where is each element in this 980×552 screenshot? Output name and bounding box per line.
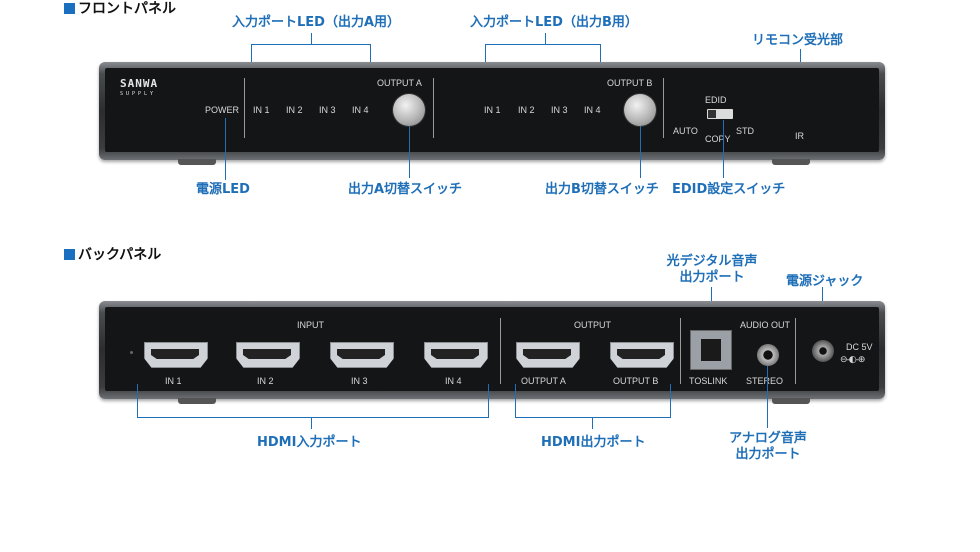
label-audio-out: AUDIO OUT [740, 320, 791, 330]
callout-input-led-b: 入力ポートLED（出力B用） [470, 15, 638, 30]
label-front-in1-a: IN 1 [253, 105, 270, 115]
callout-power-jack: 電源ジャック [786, 274, 864, 289]
hdmi-in2-port[interactable] [236, 342, 300, 368]
label-output-b: OUTPUT B [607, 78, 653, 88]
bracket-hdmi-in-bottom [137, 417, 489, 418]
label-front-in2-b: IN 2 [518, 105, 535, 115]
bracket-hdmi-out-bottom [515, 417, 671, 418]
stereo-jack-port[interactable] [757, 344, 779, 366]
label-output: OUTPUT [574, 320, 611, 330]
back-foot-left [178, 398, 216, 404]
output-a-switch-button[interactable] [393, 94, 425, 126]
front-sep-2 [433, 78, 434, 138]
front-foot-left [178, 159, 216, 165]
callout-hdmi-out: HDMI出力ポート [541, 435, 646, 450]
label-toslink: TOSLINK [689, 376, 728, 386]
bracket-led-b-top [485, 44, 601, 45]
hdmi-in4-port[interactable] [424, 342, 488, 368]
callout-optical: 光デジタル音声 出力ポート [660, 254, 764, 286]
hdmi-out-a-port[interactable] [516, 342, 580, 368]
label-dc: DC 5V [846, 342, 873, 352]
bracket-hdmi-out-stem [592, 417, 593, 429]
front-device-body [99, 62, 885, 160]
label-out-a: OUTPUT A [521, 376, 566, 386]
switch-a-line [409, 126, 410, 178]
front-sep-3 [663, 78, 664, 138]
bracket-hdmi-in-right [488, 384, 489, 418]
label-front-in4-a: IN 4 [352, 105, 369, 115]
toslink-opening [701, 339, 721, 361]
callout-switch-a: 出力A切替スイッチ [348, 182, 463, 197]
switch-b-line [640, 126, 641, 178]
back-sep-1 [500, 318, 501, 384]
label-back-in2: IN 2 [257, 376, 274, 386]
callout-input-led-a: 入力ポートLED（出力A用） [232, 15, 401, 30]
hdmi-in3-port[interactable] [330, 342, 394, 368]
edid-slide-switch[interactable] [707, 109, 733, 119]
label-front-in1-b: IN 1 [484, 105, 501, 115]
label-input: INPUT [297, 320, 324, 330]
front-foot-right [772, 159, 810, 165]
edid-slide-knob [708, 110, 716, 118]
heading-square-icon [64, 248, 75, 260]
bracket-hdmi-out-right [670, 384, 671, 418]
sanwa-logo-sub: SUPPLY [120, 91, 157, 97]
label-copy: COPY [705, 134, 731, 144]
hdmi-out-b-port[interactable] [610, 342, 674, 368]
label-ir: IR [795, 131, 804, 141]
back-foot-right [772, 398, 810, 404]
label-front-in2-a: IN 2 [286, 105, 303, 115]
toslink-port[interactable] [690, 330, 732, 370]
back-panel-heading-text: バックパネル [78, 247, 162, 263]
label-stereo: STEREO [746, 376, 784, 386]
label-back-in3: IN 3 [351, 376, 368, 386]
back-device-body [99, 301, 885, 399]
callout-hdmi-in: HDMI入力ポート [257, 435, 362, 450]
callout-switch-b: 出力B切替スイッチ [545, 182, 659, 197]
bracket-hdmi-in-left [137, 384, 138, 418]
label-edid: EDID [705, 95, 727, 105]
bracket-led-a-top [251, 44, 371, 45]
label-power: POWER [205, 105, 240, 115]
edid-line [723, 120, 724, 178]
callout-analog-text: アナログ音声 出力ポート [729, 431, 807, 462]
front-panel-face [105, 68, 879, 152]
label-back-in1: IN 1 [165, 376, 182, 386]
callout-power-led: 電源LED [196, 182, 250, 197]
front-panel-heading-text: フロントパネル [78, 1, 176, 17]
label-output-a: OUTPUT A [377, 78, 422, 88]
label-front-in3-a: IN 3 [319, 105, 336, 115]
output-b-switch-button[interactable] [624, 94, 656, 126]
sanwa-logo: SANWA [120, 77, 159, 90]
front-panel-heading: フロントパネル [64, 0, 176, 18]
label-front-in4-b: IN 4 [584, 105, 601, 115]
back-sep-2 [680, 318, 681, 384]
callout-analog: アナログ音声 出力ポート [716, 431, 820, 463]
heading-square-icon [64, 2, 75, 14]
label-back-in4: IN 4 [445, 376, 462, 386]
bracket-led-b-stem [545, 33, 546, 44]
callout-optical-text: 光デジタル音声 出力ポート [666, 254, 758, 285]
back-panel-heading: バックパネル [64, 244, 161, 264]
front-sep-1 [244, 78, 245, 138]
power-led-line [225, 118, 226, 180]
label-auto: AUTO [673, 126, 698, 136]
bracket-led-a-stem [311, 33, 312, 44]
label-out-b: OUTPUT B [613, 376, 659, 386]
callout-edid-switch: EDID設定スイッチ [672, 182, 786, 197]
polarity-icon: ⊖-◐-⊕ [840, 355, 865, 365]
callout-remote-receiver: リモコン受光部 [752, 33, 844, 48]
back-sep-3 [795, 318, 796, 384]
label-std: STD [736, 126, 754, 136]
analog-line [767, 366, 768, 428]
bracket-hdmi-out-left [515, 384, 516, 418]
dc-power-jack[interactable] [812, 340, 834, 362]
back-screw-hole [130, 351, 133, 354]
bracket-hdmi-in-stem [311, 417, 312, 429]
hdmi-in1-port[interactable] [144, 342, 208, 368]
label-front-in3-b: IN 3 [551, 105, 568, 115]
back-panel-face [105, 307, 879, 391]
